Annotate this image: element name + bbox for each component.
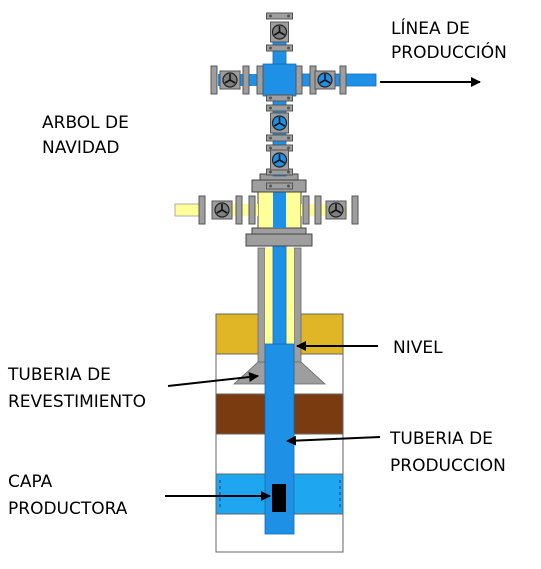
producing-layer-label-line2: PRODUCTORA [8, 499, 128, 519]
production-tubing-label-line2: PRODUCCION [390, 456, 506, 476]
stem-flange [266, 134, 293, 142]
wing-flange [314, 195, 322, 225]
wing-flange [210, 65, 218, 95]
valve-handwheel-icon [270, 112, 289, 134]
tree-cross [262, 63, 297, 97]
christmas-tree-label-line1: ARBOL DE [42, 113, 129, 133]
christmas-tree [218, 27, 377, 177]
stem-flange [266, 182, 293, 190]
production-tubing-label-line1: TUBERIA DE [389, 429, 493, 449]
wing-flange [256, 65, 264, 95]
annulus-outlet-left-pipe [174, 203, 203, 217]
wing-flange [235, 195, 243, 225]
wing-flange [248, 195, 256, 225]
arrows [165, 77, 481, 501]
wing-flange [302, 195, 310, 225]
flanges [198, 12, 359, 225]
stem-flange [266, 94, 293, 102]
packer [272, 484, 286, 512]
christmas-tree-label-line2: NAVIDAD [42, 138, 119, 158]
production-line-label-line1: LÍNEA DE [391, 17, 470, 39]
casing-head-flange [245, 233, 313, 247]
casing-arrow [167, 372, 259, 387]
casing-label-line1: TUBERIA DE [7, 365, 111, 385]
casing-wall-right [293, 247, 302, 379]
wing-flange [351, 195, 359, 225]
valve-handwheel-icon [219, 70, 241, 90]
wing-flange [295, 65, 303, 95]
wing-flange [242, 65, 250, 95]
valve-handwheel-icon [325, 200, 347, 220]
production-tubing [264, 225, 295, 535]
stem-flange [266, 104, 293, 112]
labels: LÍNEA DE PRODUCCIÓN ARBOL DE NAVIDAD NIV… [7, 17, 507, 519]
valve-handwheel-icon [270, 149, 289, 171]
stem-flange [266, 12, 293, 20]
valve-handwheel-icon [211, 200, 233, 220]
casing-label-line2: REVESTIMIENTO [8, 392, 146, 412]
level-label: NIVEL [393, 338, 443, 358]
tubing-arrow [286, 435, 381, 446]
production-wing-pipe [295, 73, 377, 87]
wing-flange [198, 195, 206, 225]
stem-flange [266, 44, 293, 52]
production-line-label-line2: PRODUCCIÓN [391, 41, 507, 63]
valves [211, 21, 347, 220]
valve-handwheel-icon [270, 21, 289, 43]
producing-layer-label-line1: CAPA [8, 472, 53, 492]
casing-wall-left [257, 247, 266, 379]
wing-flange [339, 65, 347, 95]
valve-handwheel-icon [314, 70, 336, 90]
